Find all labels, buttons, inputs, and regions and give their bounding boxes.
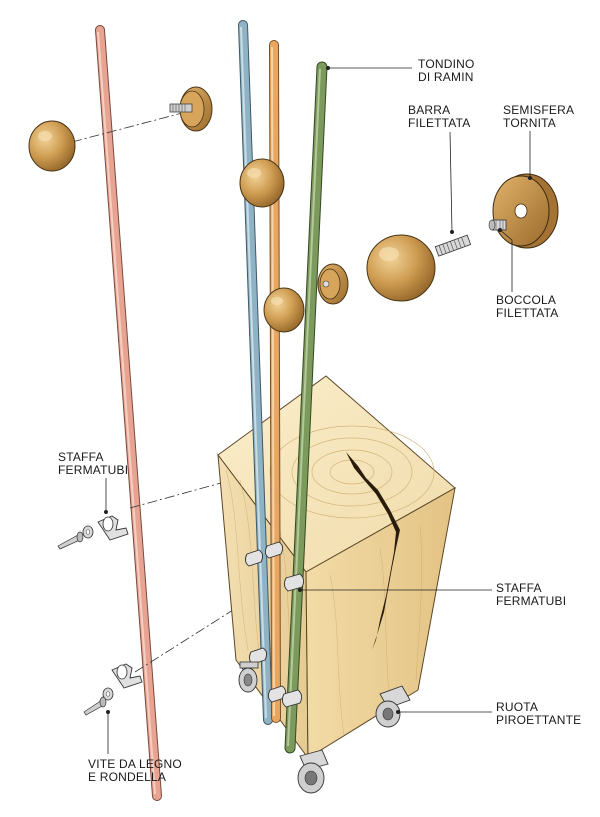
caster-wheel-right	[375, 685, 411, 728]
label-boccola-filettata: BOCCOLA FILETTATA	[496, 293, 559, 320]
callout-leaders	[104, 66, 533, 754]
threaded-bushing-disc-middle	[317, 263, 349, 305]
pipe-clamps-mounted	[244, 541, 305, 708]
knob-top-left	[28, 120, 76, 172]
label-staffa-fermatubi-left: STAFFA FERMATUBI	[58, 450, 129, 477]
label-vite-da-legno: VITE DA LEGNO E RONDELLA	[88, 757, 182, 784]
ramin-rod-pink	[95, 25, 162, 801]
ramin-rod-blue	[238, 20, 273, 725]
turned-hemisphere-disc	[492, 173, 559, 249]
label-barra-filettata: BARRA FILETTATA	[408, 103, 471, 130]
caster-wheel-front	[297, 749, 329, 794]
label-staffa-fermatubi-right: STAFFA FERMATUBI	[496, 581, 567, 608]
washer-lower	[102, 687, 114, 701]
washer-upper	[82, 525, 94, 539]
knob-on-green-rod	[263, 287, 305, 333]
assembly-guide-lines	[71, 111, 253, 673]
turned-hemisphere-large	[366, 234, 436, 302]
wood-screw-lower	[83, 696, 107, 716]
threaded-bar	[434, 234, 472, 257]
wood-screw-upper	[57, 531, 84, 550]
pipe-clamp-exploded-upper	[97, 515, 129, 541]
pipe-clamp-exploded-lower	[111, 663, 143, 689]
threaded-bushing	[488, 219, 507, 231]
label-tondino-di-ramin: TONDINO DI RAMIN	[418, 57, 475, 84]
label-semisfera-tornita: SEMISFERA TORNITA	[503, 103, 575, 130]
knob-on-blue-rod	[239, 158, 285, 208]
ramin-rod-green	[284, 61, 328, 754]
caster-wheel-left	[238, 661, 259, 693]
ramin-rod-orange	[269, 40, 281, 723]
threaded-bushing-disc-top	[169, 86, 213, 132]
label-ruota-piroettante: RUOTA PIROETTANTE	[496, 700, 582, 727]
